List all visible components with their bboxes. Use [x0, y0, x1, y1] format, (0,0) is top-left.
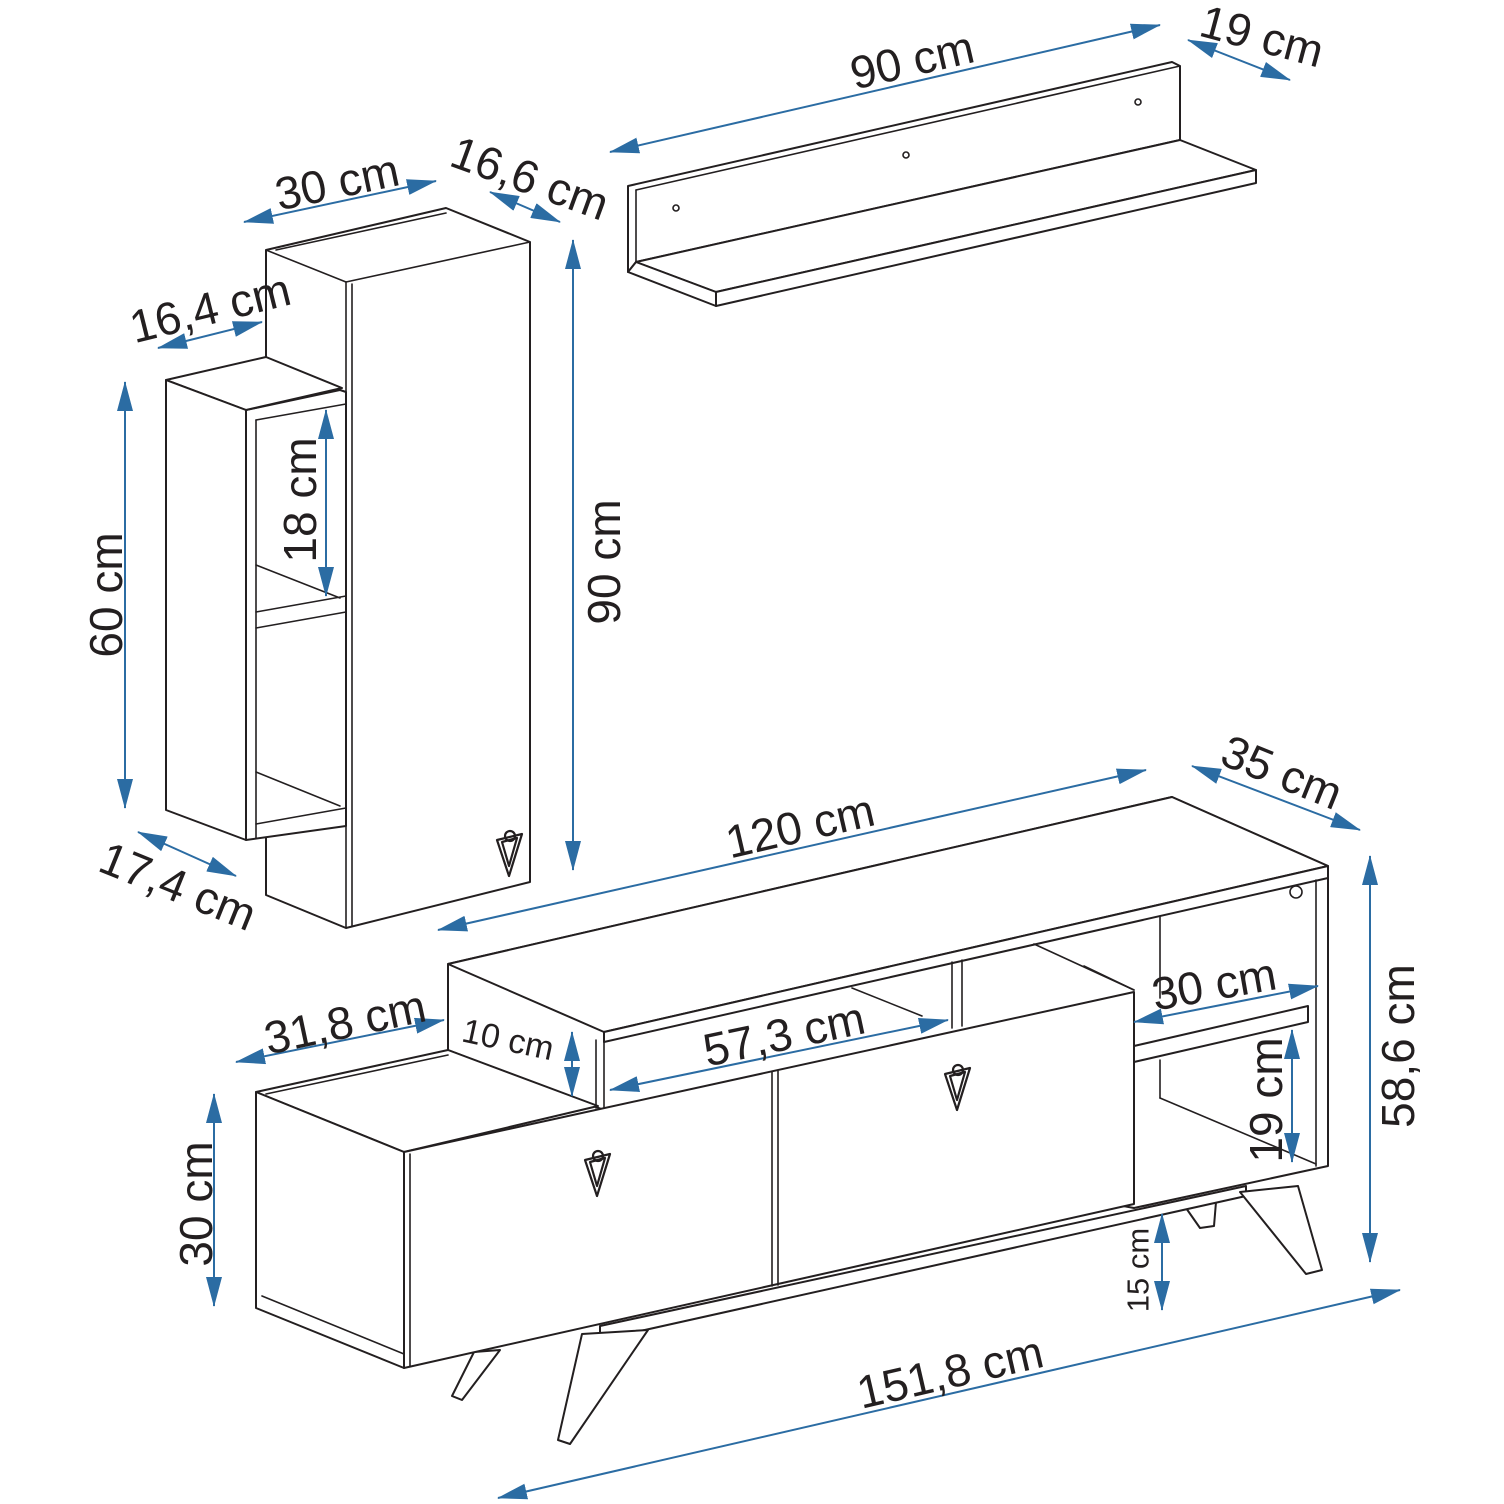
tv-unit-leg-back-left [451, 1349, 501, 1401]
tv-total-width-label: 151,8 cm [852, 1325, 1048, 1418]
cabinet-width-label: 30 cm [270, 144, 403, 221]
wall-shelf [627, 61, 1257, 307]
dimension-arrows [117, 23, 1401, 1500]
dim-arrow-tv-top-depth [1191, 765, 1361, 831]
side-bottom-depth-label: 17,4 cm [92, 831, 263, 941]
tv-unit-right-shelf-back [1083, 965, 1135, 991]
side-shelf-unit [165, 356, 347, 841]
side-shelf-gap-label: 18 cm [274, 437, 326, 562]
dim-arrow-cabinet-depth [489, 191, 561, 223]
tv-top-width-label: 120 cm [721, 784, 880, 869]
tv-unit-opening-shadow [851, 987, 923, 1017]
cable-hole-icon [1289, 885, 1303, 899]
tv-left-depth-label: 31,8 cm [260, 980, 431, 1065]
dim-arrow-side-bottom-depth [137, 831, 237, 877]
side-unit-bottom-board [255, 807, 347, 825]
dim-arrow-shelf-depth [1187, 39, 1291, 81]
tv-unit-left-side-inner [261, 1295, 405, 1355]
dim-arrow-tv-total-width [497, 1288, 1401, 1500]
cabinet-height-label: 90 cm [578, 499, 630, 624]
side-unit-top-board [255, 403, 347, 421]
dim-arrow-cabinet-width [243, 179, 437, 224]
side-unit-middle-board-top [255, 595, 347, 613]
dim-arrow-tv-left-depth [235, 1017, 445, 1065]
dim-arrow-tv-opening-width [609, 1018, 949, 1092]
tv-total-height-label: 58,6 cm [1372, 964, 1424, 1128]
wall-shelf-left-end [627, 261, 717, 307]
side-unit-bottom-shadow [255, 771, 341, 807]
dim-arrow-shelf-width [609, 23, 1161, 154]
tv-unit-leg-front-right [1239, 1185, 1323, 1275]
side-height-label: 60 cm [80, 532, 132, 657]
tv-top-depth-label: 35 cm [1214, 724, 1350, 819]
tall-cabinet-top-front-edge [345, 241, 531, 283]
shelf-width-label: 90 cm [845, 21, 979, 100]
door-handle-icon [943, 1063, 972, 1112]
tv-shelf-gap-label: 19 cm [1240, 1037, 1292, 1162]
dim-arrow-tv-top-width [437, 768, 1147, 932]
dim-arrow-side-top-depth [157, 321, 263, 349]
dim-arrow-tv-shelf-depth [1133, 983, 1319, 1025]
tv-leg-height-label: 15 cm [1121, 1228, 1156, 1312]
tv-left-height-label: 30 cm [170, 1141, 222, 1266]
tv-unit-leg-front-left [557, 1329, 649, 1445]
shelf-depth-label: 19 cm [1195, 0, 1329, 77]
tall-cabinet-top-left-edge [265, 249, 347, 283]
cabinet-depth-label: 16,6 cm [444, 126, 616, 231]
mounting-hole-icon [672, 204, 680, 212]
side-unit-middle-board-bottom [255, 611, 347, 629]
side-unit-front-face [165, 379, 247, 841]
door-handle-icon [583, 1149, 612, 1198]
